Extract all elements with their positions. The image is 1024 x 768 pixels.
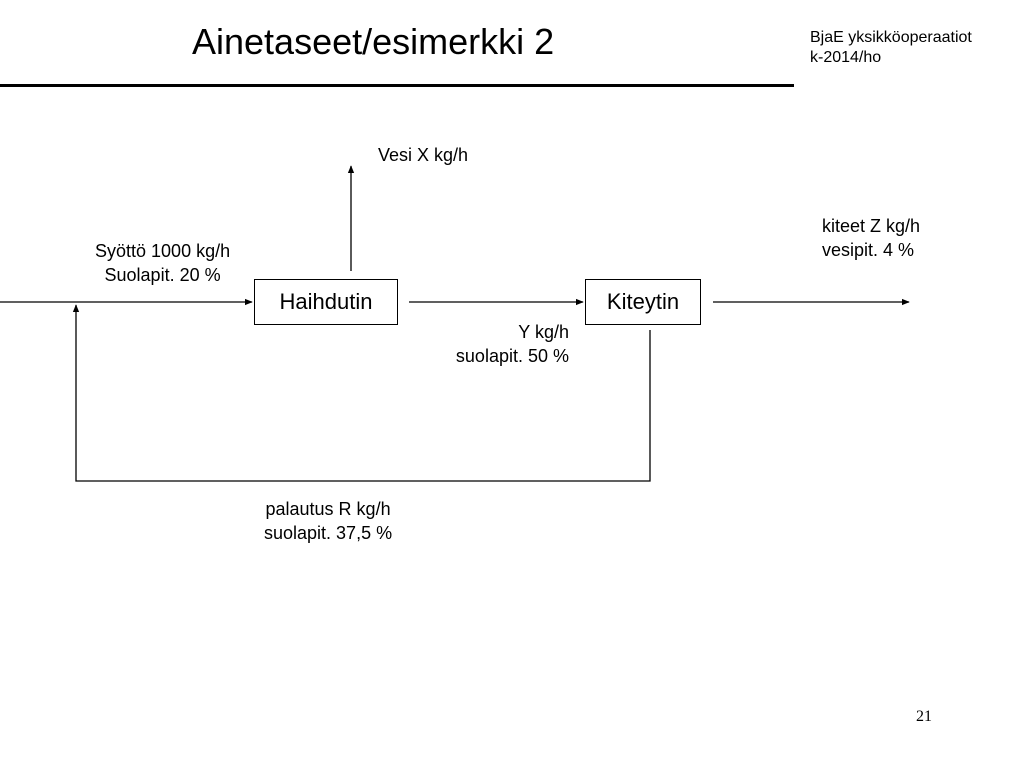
title-rule <box>0 84 794 87</box>
crystallizer-box: Kiteytin <box>585 279 701 325</box>
crystals-water-text: vesipit. 4 % <box>822 240 915 260</box>
feed-stream-label: Syöttö 1000 kg/h Suolapit. 20 % <box>95 239 230 287</box>
slide-title: Ainetaseet/esimerkki 2 <box>192 21 555 62</box>
recycle-stream-label: palautus R kg/h suolapit. 37,5 % <box>264 497 392 545</box>
recycle-salt-text: suolapit. 37,5 % <box>264 523 393 543</box>
feed-flow-text: Syöttö 1000 kg/h <box>95 241 231 261</box>
crystals-flow-text: kiteet Z kg/h <box>822 216 921 236</box>
page-number: 21 <box>916 708 932 725</box>
intermediate-salt-text: suolapit. 50 % <box>455 346 569 366</box>
recycle-stream-arrow <box>72 304 651 482</box>
intermediate-stream-label: Y kg/h suolapit. 50 % <box>425 320 569 368</box>
intermediate-flow-text: Y kg/h <box>518 322 569 342</box>
evaporator-box: Haihdutin <box>254 279 398 325</box>
feed-salt-text: Suolapit. 20 % <box>104 265 221 285</box>
recycle-flow-text: palautus R kg/h <box>265 499 391 519</box>
crystals-stream-label: kiteet Z kg/h vesipit. 4 % <box>822 214 920 262</box>
header-note: BjaE yksikköoperaatiot k-2014/ho <box>810 28 972 68</box>
water-stream-label: Vesi X kg/h <box>378 145 469 165</box>
header-note-term: k-2014/ho <box>810 49 882 66</box>
header-note-course: BjaE yksikköoperaatiot <box>810 29 972 46</box>
